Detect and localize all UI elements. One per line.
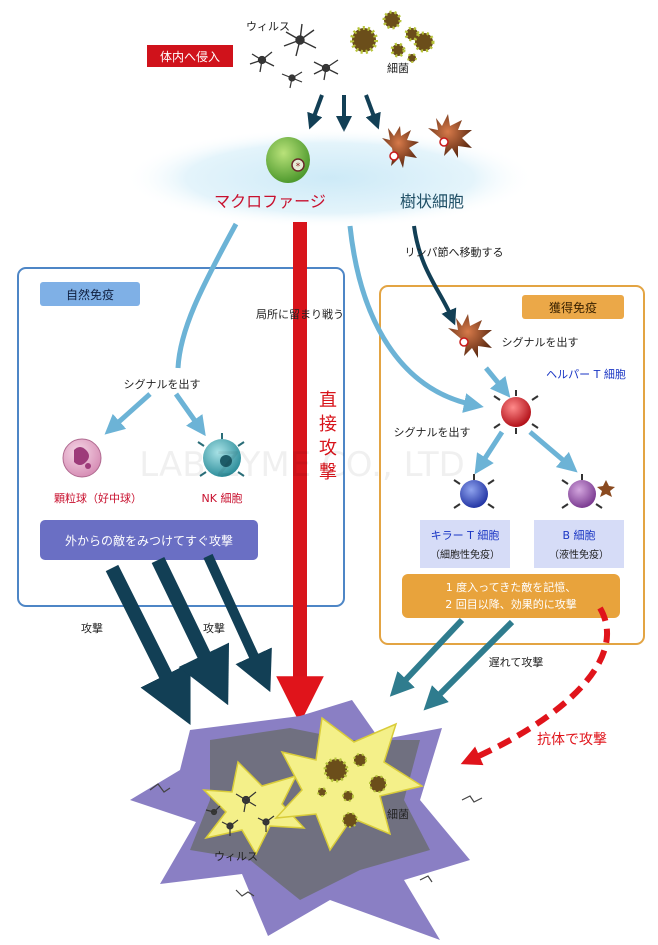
b-cell-icon [561, 474, 615, 509]
virus-label-bottom: ウィルス [214, 850, 258, 863]
innate-attack-arrow [151, 556, 230, 706]
signal-arrow [175, 222, 239, 369]
delayed-attack-arrow [389, 617, 465, 697]
granulocyte-icon [62, 438, 102, 478]
bacteria-icon [317, 753, 387, 828]
signal-arrow-left [474, 430, 505, 475]
acquired-signal-label-1: シグナルを出す [502, 335, 579, 349]
virus-icon [313, 59, 339, 81]
virus-icon [205, 791, 275, 836]
dendritic-cell-icon [448, 314, 492, 358]
innate-summary-bg [40, 520, 258, 560]
signal-arrow-right [173, 392, 206, 437]
innate-summary: 外からの敵をみつけてすぐ攻撃 [65, 533, 233, 548]
svg-text:*: * [296, 162, 301, 172]
acquired-summary-bg [402, 574, 620, 618]
bacteria-label-bottom: 細菌 [387, 808, 409, 821]
acquired-signal-label-2: シグナルを出す [394, 425, 471, 439]
innate-title: 自然免疫 [66, 287, 114, 302]
direct-attack-char: 接 [319, 414, 337, 435]
virus-icon [281, 71, 303, 89]
acquired-immunity-box: 獲得免疫 [379, 285, 645, 645]
antibody-attack-label: 抗体で攻撃 [537, 732, 607, 748]
delayed-attack-arrow [423, 619, 515, 711]
virus-icon [249, 51, 275, 73]
acquired-title: 獲得免疫 [549, 300, 597, 315]
helper-t-cell-icon [493, 390, 539, 434]
b-cell-sub: （液性免疫） [549, 548, 609, 561]
virus-icon [283, 23, 317, 57]
killer-t-sub: （細胞性免疫） [430, 548, 500, 561]
tissue-cloud [125, 128, 535, 228]
attack-label-2: 攻撃 [203, 621, 225, 635]
attack-label-1: 攻撃 [81, 621, 103, 635]
watermark: LAB ZYME CO., LTD [139, 445, 465, 485]
top-invaders: 体内へ侵入 ウィルス 細菌 [147, 10, 435, 132]
lymph-move-arrow [412, 225, 457, 326]
invade-arrow [364, 94, 381, 130]
acquired-summary-line2: 2 回目以降、効果的に攻撃 [445, 597, 577, 611]
b-cell-label: B 細胞 [562, 529, 595, 542]
delayed-attack-label: 遅れて攻撃 [489, 655, 544, 669]
antibody-attack-arrow [460, 606, 610, 766]
helper-t-label: ヘルパー T 細胞 [546, 368, 626, 381]
macrophage-label: マクロファージ [214, 192, 326, 211]
innate-attack-arrow [105, 564, 191, 726]
invasion-badge: 体内へ侵入 [160, 49, 220, 64]
acquired-summary-line1: 1 度入ってきた敵を記憶、 [446, 580, 577, 594]
direct-attack-char: 撃 [319, 462, 337, 483]
signal-arrow-left [104, 392, 152, 435]
lymph-move-label: リンパ節へ移動する [405, 245, 504, 259]
innate-attack-arrow [203, 553, 272, 693]
battle-site [130, 700, 483, 940]
direct-attack-char: 攻 [319, 438, 337, 459]
b-cell-label-bg [534, 520, 624, 568]
nk-cell-icon [197, 433, 245, 477]
invade-arrow [307, 94, 324, 130]
signal-arrow [484, 366, 511, 398]
local-fight-label: 局所に留まり戦う [256, 308, 344, 321]
killer-t-cell-icon [453, 474, 495, 509]
bacteria-label-top: 細菌 [387, 62, 409, 75]
dendritic-cell-icon [428, 114, 472, 158]
macrophage-to-helper-arrow [347, 225, 484, 413]
innate-signal-label: シグナルを出す [124, 377, 201, 391]
signal-arrow-right [528, 430, 578, 473]
killer-t-label: キラー T 細胞 [431, 529, 500, 542]
dendritic-cell-icon [382, 126, 419, 168]
bacteria-icon [350, 10, 435, 63]
nk-label: NK 細胞 [202, 492, 243, 505]
virus-label-top: ウィルス [246, 20, 290, 33]
macrophage-icon: * [266, 137, 310, 183]
invasion-badge-bg [147, 45, 233, 67]
granulocyte-label: 顆粒球（好中球） [54, 491, 142, 505]
direct-attack-char: 直 [319, 390, 337, 411]
killer-t-label-bg [420, 520, 510, 568]
dendritic-label: 樹状細胞 [400, 192, 464, 211]
